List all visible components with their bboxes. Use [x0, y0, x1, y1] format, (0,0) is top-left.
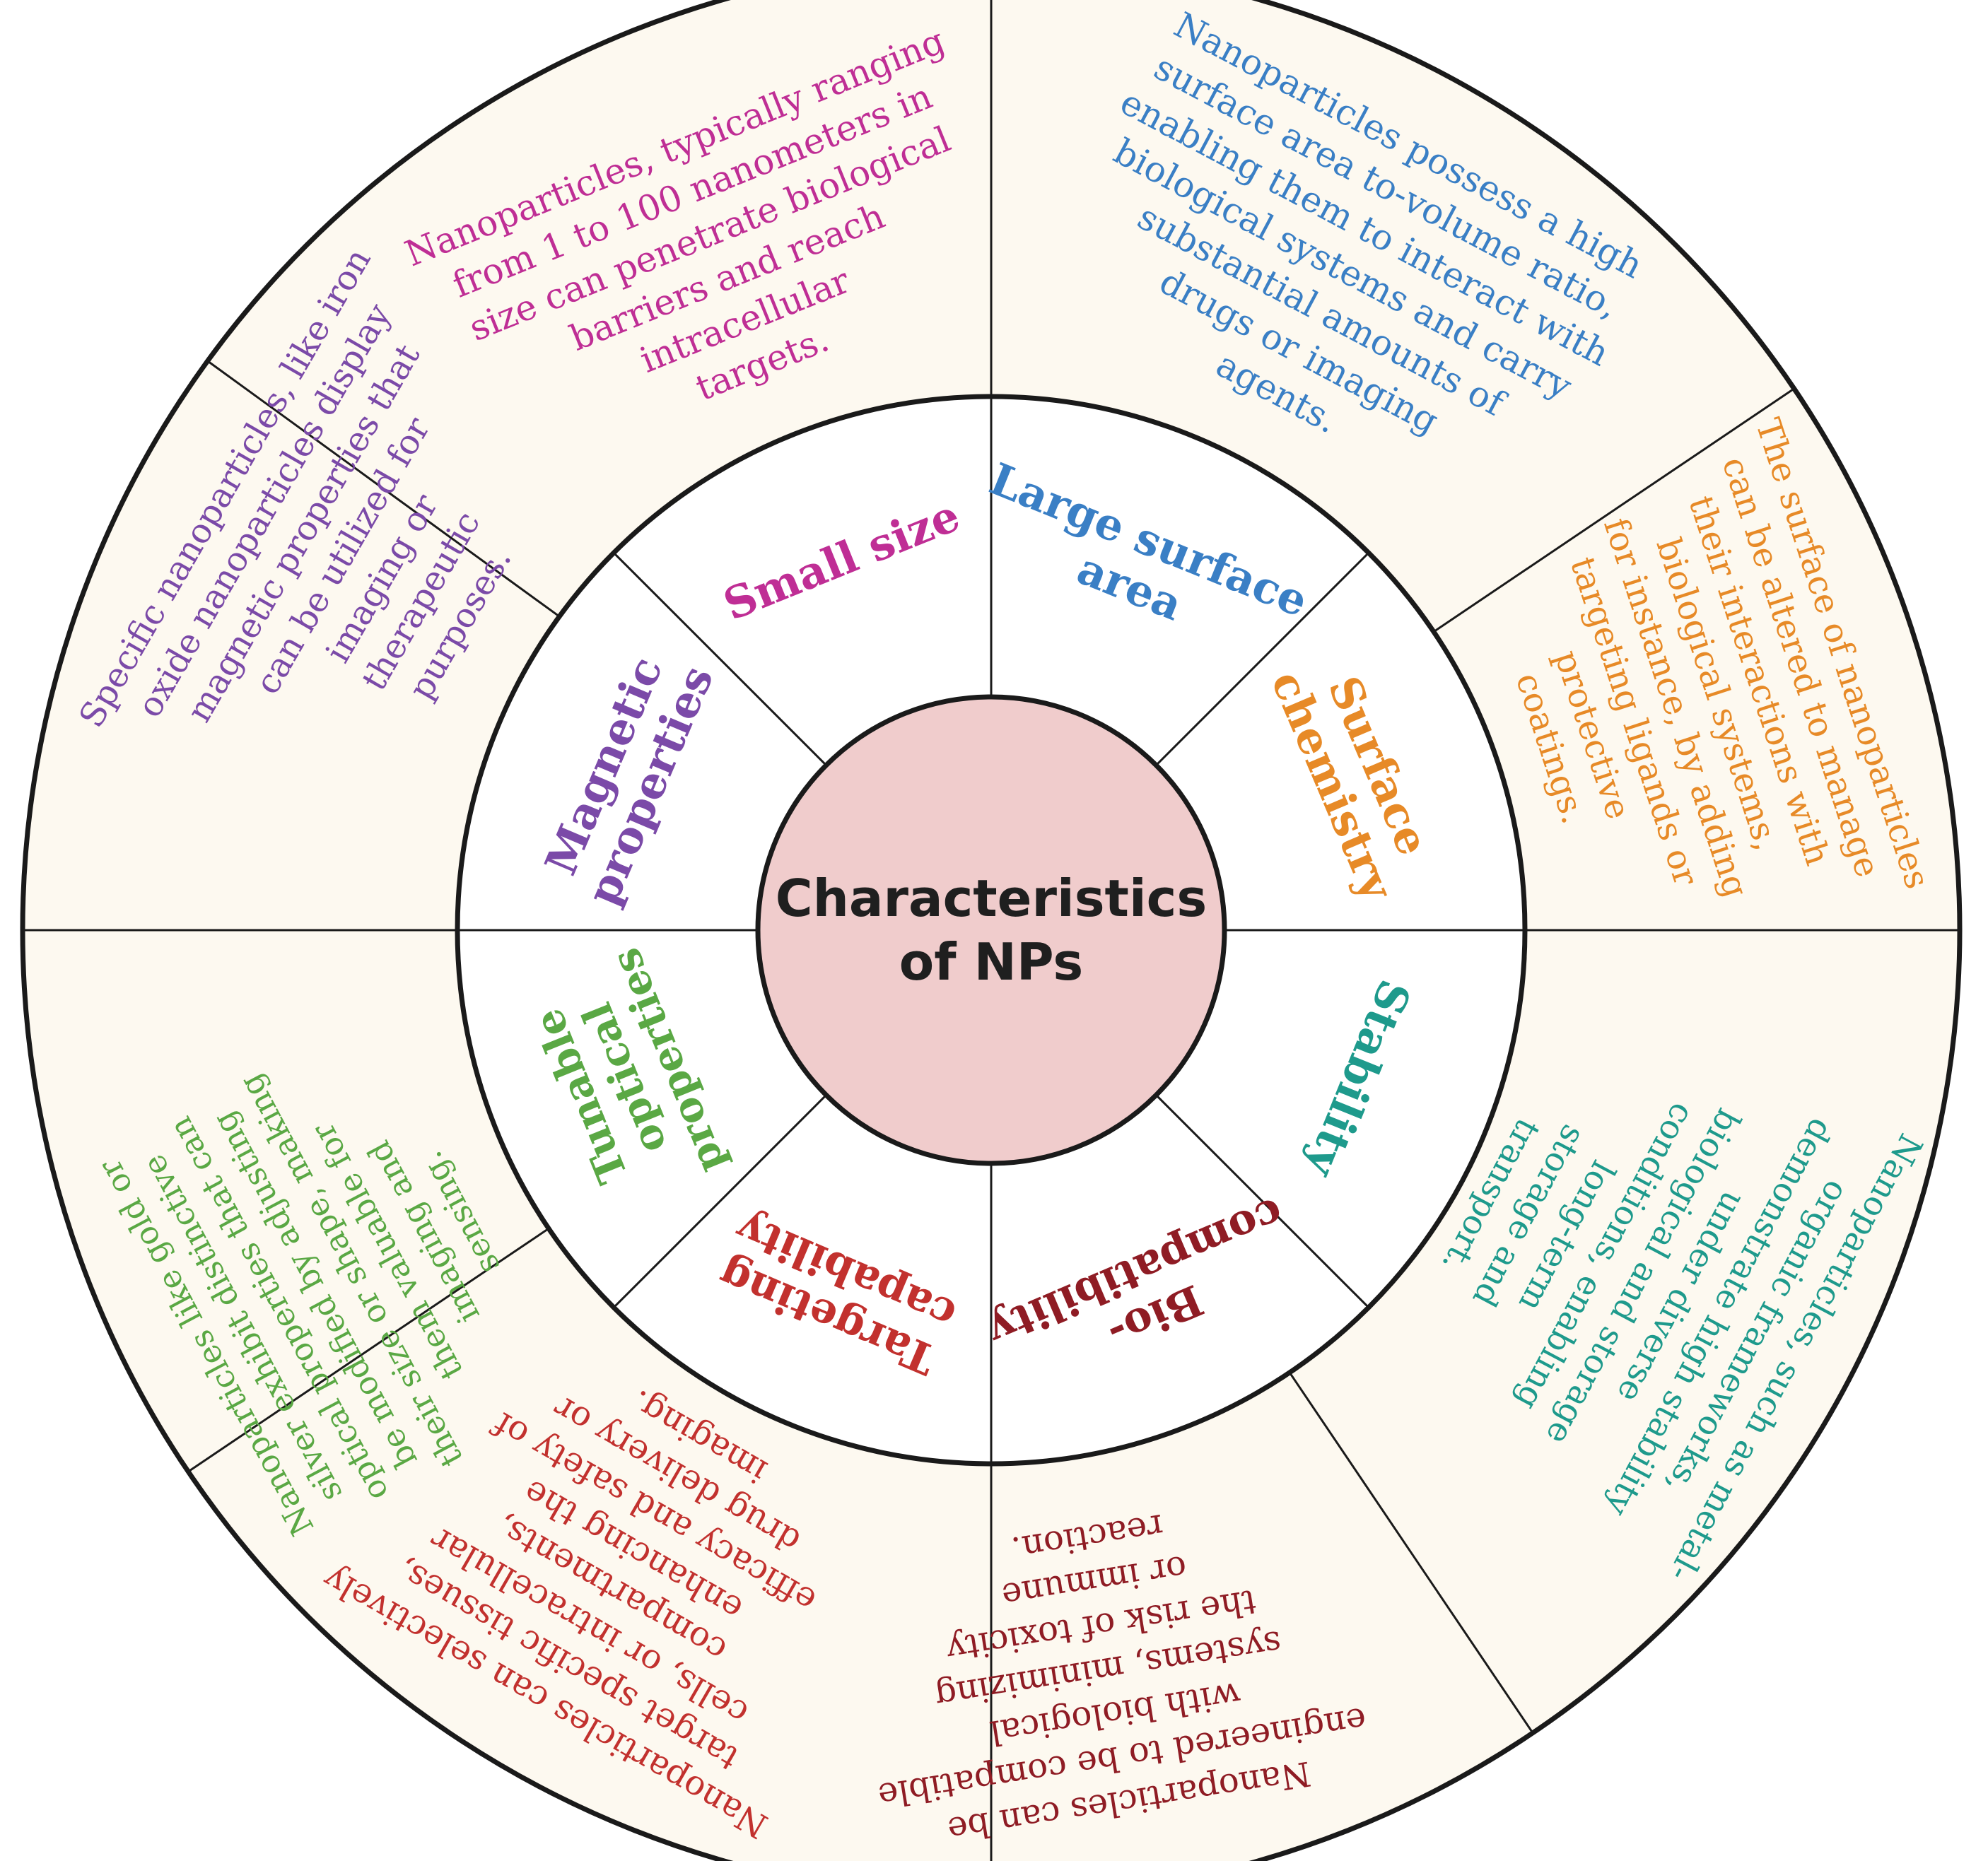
center-title-line: of NPs [899, 932, 1083, 992]
inner-divider [1155, 1094, 1369, 1308]
tunable-optical-properties-label: Tunableopticalproperties [514, 941, 735, 1215]
tunable-optical-properties-label-text: Tunableopticalproperties [514, 941, 735, 1215]
outer-divider [1433, 387, 1795, 633]
center-circle [755, 694, 1227, 1166]
outer-divider [187, 1227, 549, 1473]
inner-divider [613, 552, 827, 766]
inner-divider [613, 1094, 827, 1308]
inner-divider [1155, 552, 1369, 766]
outer-divider [1288, 1372, 1534, 1734]
center-title-line: Characteristics [776, 869, 1207, 928]
outer-divider [206, 360, 561, 618]
